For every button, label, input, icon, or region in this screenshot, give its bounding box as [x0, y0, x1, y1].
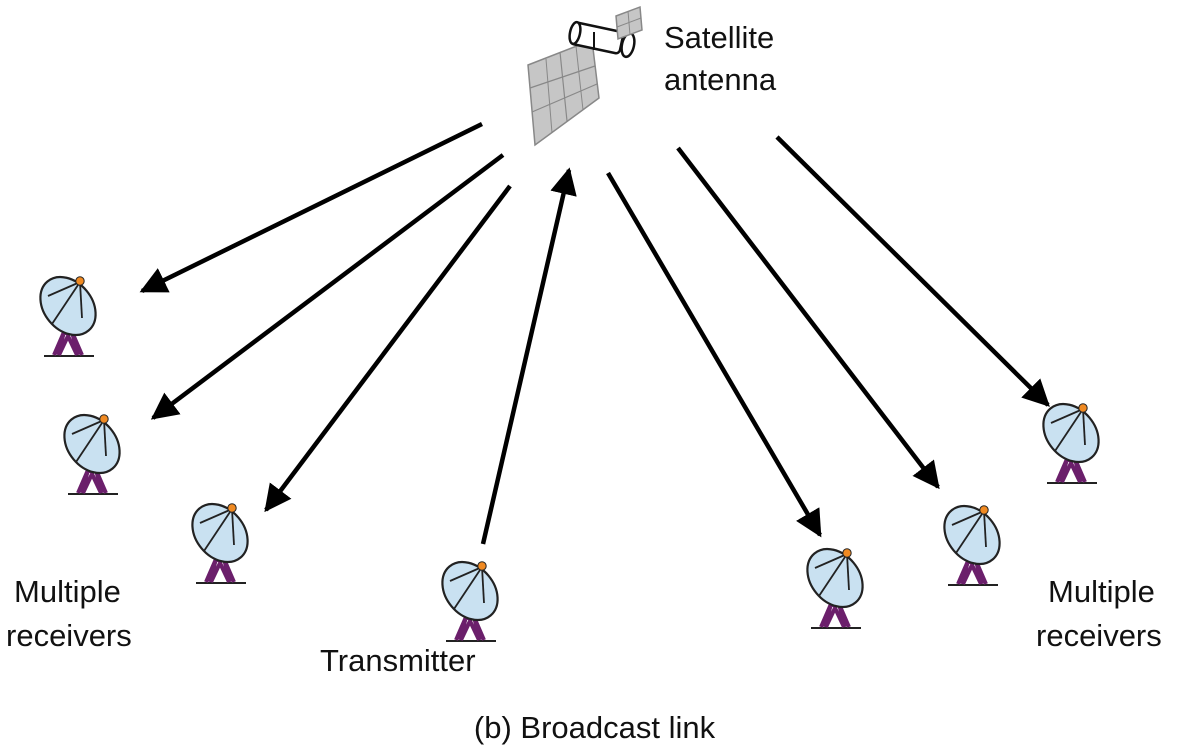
- satellite-dish-icon: [1030, 391, 1112, 485]
- right-receivers-label-line1: Multiple: [1048, 574, 1155, 609]
- transmitter-label: Transmitter: [320, 643, 476, 678]
- satellite-dish-icon: [794, 536, 876, 630]
- arrow-to-receiver-2: [150, 153, 505, 420]
- solar-panel-left: [527, 38, 600, 147]
- solar-panel-right: [615, 5, 643, 41]
- arrow-to-receiver-6: [775, 135, 1050, 407]
- arrow-to-receiver-4: [606, 171, 822, 538]
- arrow-to-receiver-1: [139, 121, 483, 294]
- left-receivers-label-line1: Multiple: [14, 574, 121, 609]
- arrow-to-receiver-5: [676, 146, 940, 490]
- diagram-caption: (b) Broadcast link: [473, 710, 716, 745]
- satellite-dish-icon: [429, 549, 511, 643]
- arrow-to-receiver-3: [264, 184, 512, 513]
- satellite-dish-icon: [931, 493, 1013, 587]
- satellite-icon: [527, 5, 643, 147]
- left-receivers-label-line2: receivers: [6, 618, 132, 653]
- satellite-label-line1: Satellite: [664, 20, 775, 55]
- satellite-dish-icon: [179, 491, 261, 585]
- satellite-dish-icon: [51, 402, 133, 496]
- satellite-dish-icon: [27, 264, 109, 358]
- right-receivers-label-line2: receivers: [1036, 618, 1162, 653]
- arrow-from-transmitter: [480, 167, 577, 545]
- signal-arrows: [139, 121, 1050, 545]
- satellite-label-line2: antenna: [664, 62, 777, 97]
